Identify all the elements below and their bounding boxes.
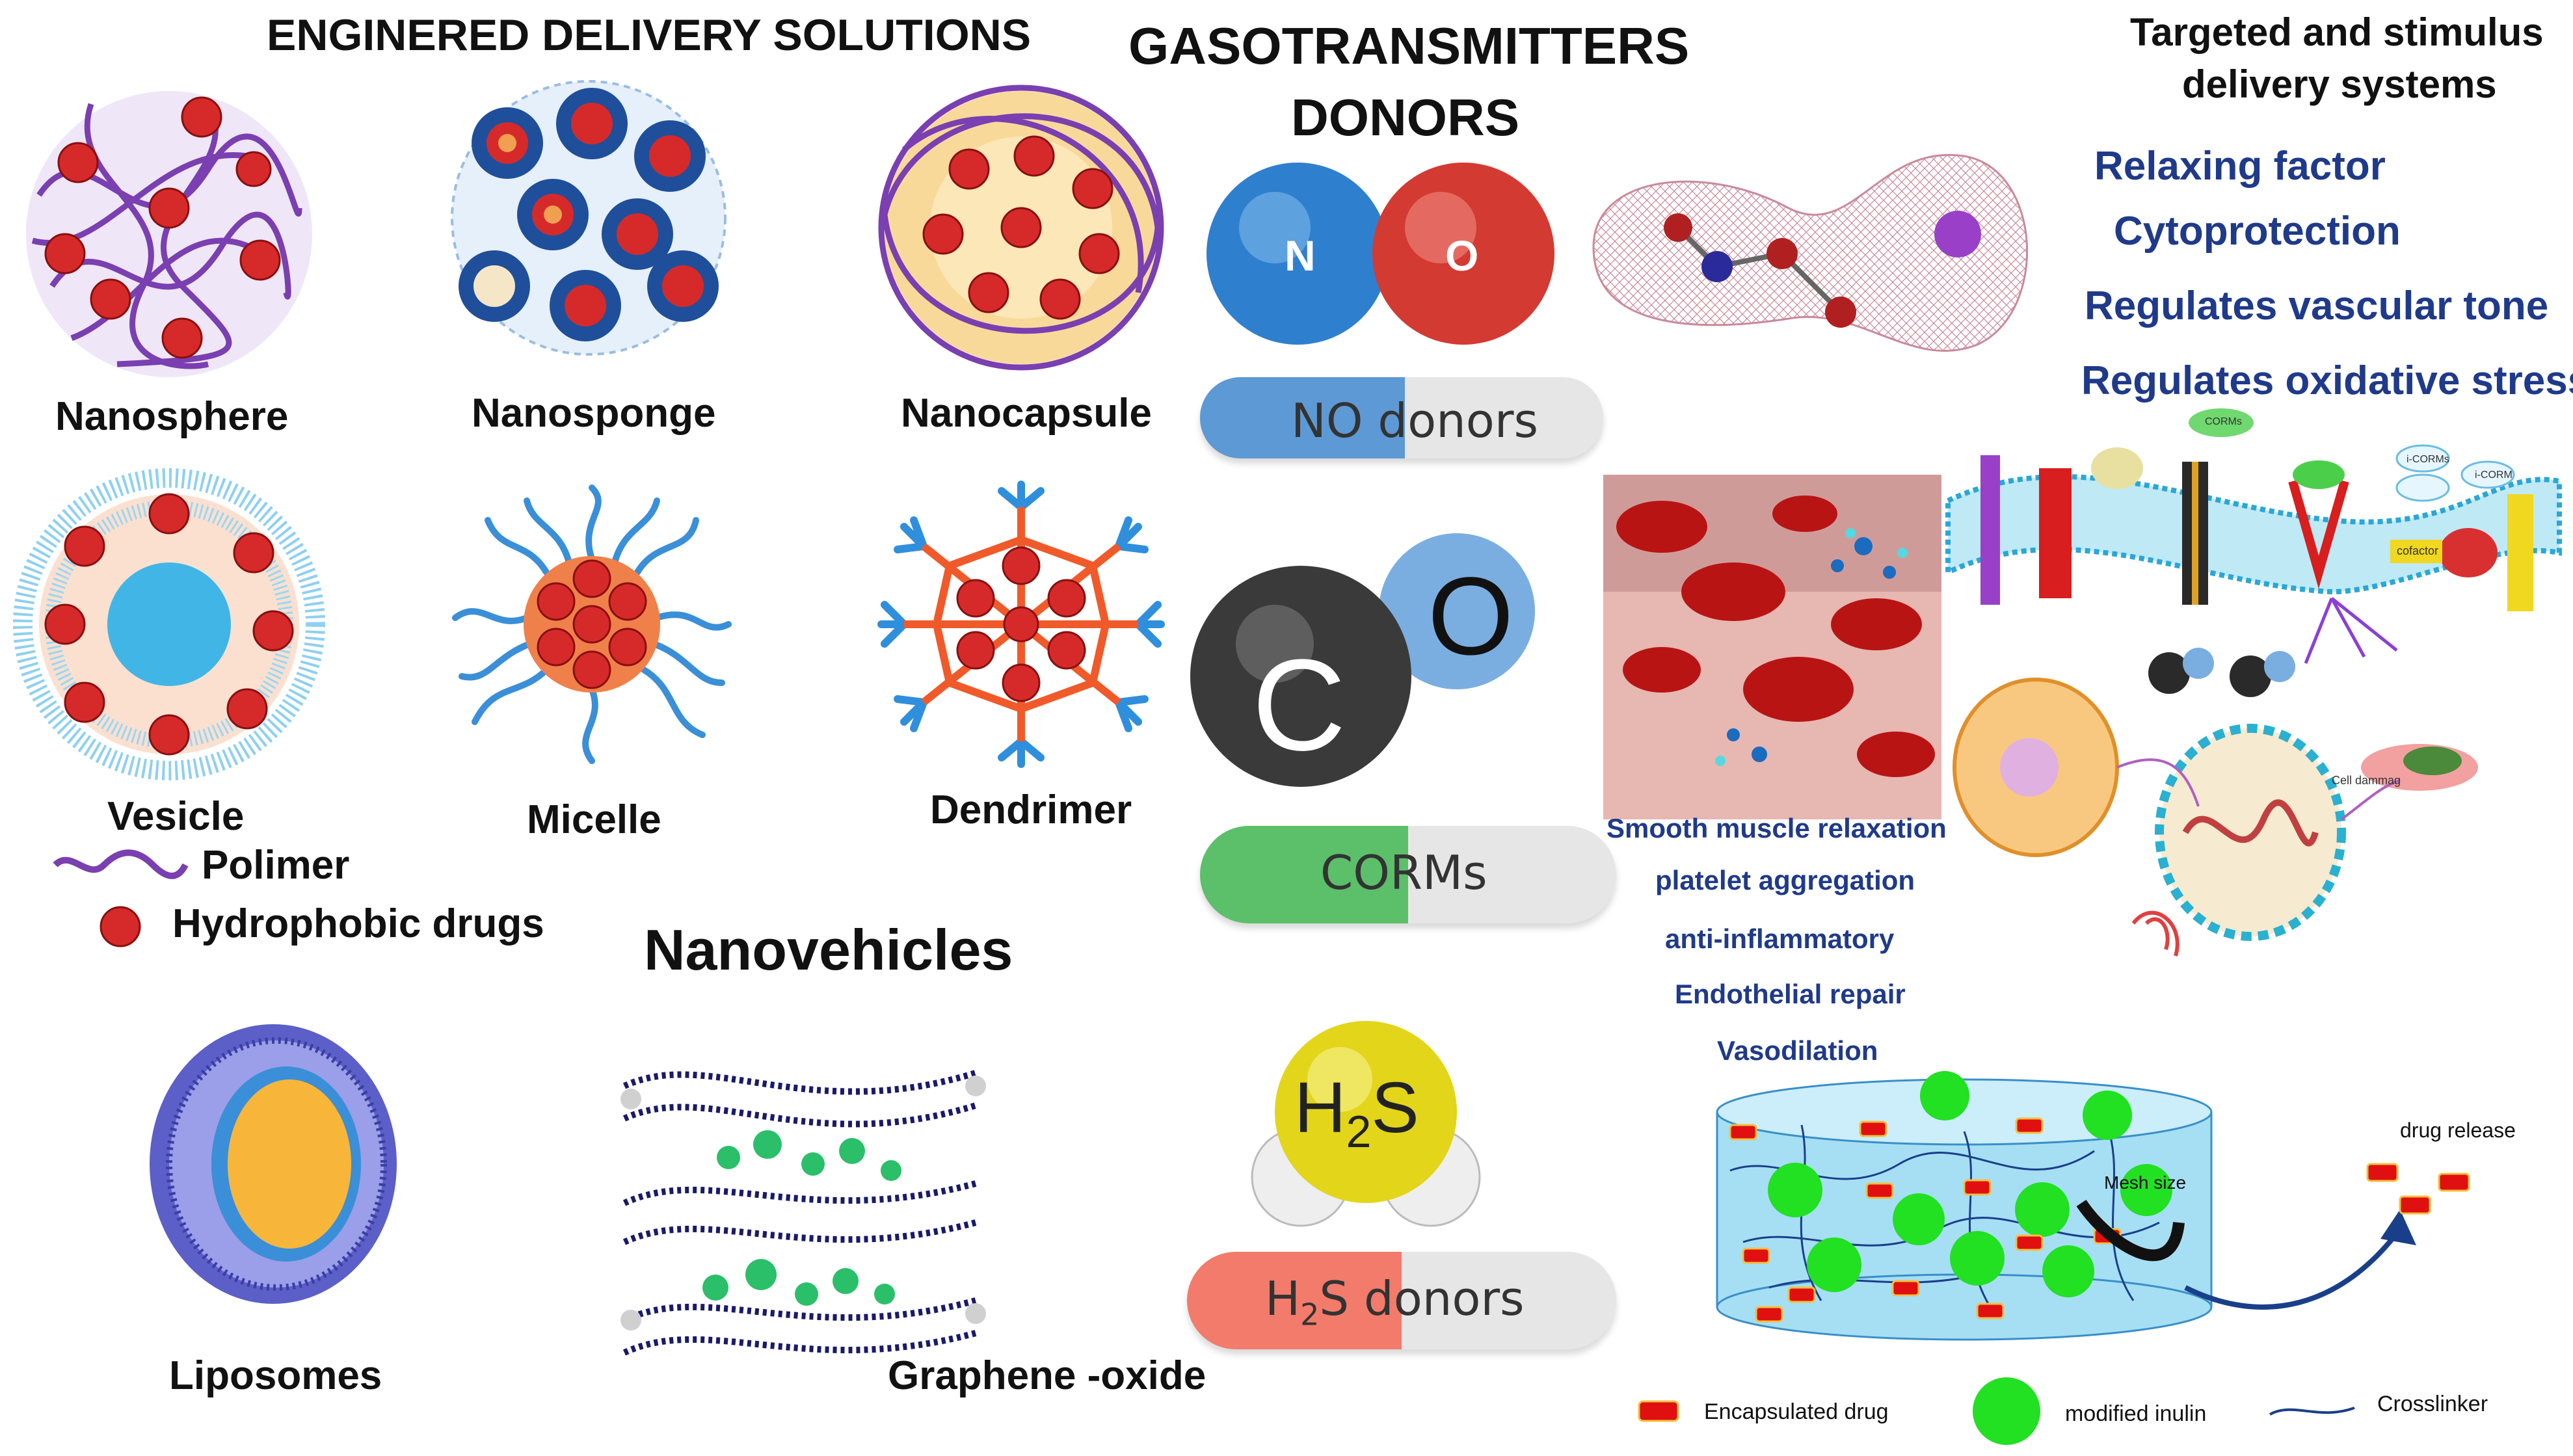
membrane-cofactor-label: cofactor xyxy=(2397,544,2439,557)
nanocapsule-label: Nanocapsule xyxy=(901,391,1152,436)
h2s-donors-label: H2S donors xyxy=(1265,1271,1525,1332)
targeted-title-line2: delivery systems xyxy=(2182,62,2497,106)
h2s-donors-sub: 2 xyxy=(1300,1297,1320,1332)
h2s-s: S xyxy=(1371,1068,1419,1148)
effect-item: platelet aggregation xyxy=(1655,865,1915,895)
function-item: Regulates vascular tone xyxy=(2085,284,2549,328)
co-molecule xyxy=(1190,533,1535,787)
drug-release-label: drug release xyxy=(2400,1118,2516,1142)
membrane-icorm-label: i-CORMs xyxy=(2406,454,2449,465)
membrane-icorm2-label: i-CORM xyxy=(2475,470,2513,481)
drug-legend-icon xyxy=(100,906,141,947)
micelle-illustration xyxy=(452,484,732,764)
inulin-legend-icon xyxy=(1973,1377,2040,1445)
cell-damage-label: Cell dammag xyxy=(2332,774,2401,787)
cell-illustrations xyxy=(1953,678,2478,957)
no-donors-label: NO donors xyxy=(1291,393,1538,448)
donors-title: DONORS xyxy=(1291,88,1520,146)
h2s-donors-pill xyxy=(1187,1252,1616,1349)
effect-item: Smooth muscle relaxation xyxy=(1606,813,1947,843)
nanosphere-label: Nanosphere xyxy=(55,394,289,439)
nanosponge-illustration xyxy=(451,80,727,356)
h2s-h: H xyxy=(1294,1068,1346,1148)
no-atom-n: N xyxy=(1285,232,1316,280)
polymer-legend-icon xyxy=(53,849,189,879)
dendrimer-label: Dendrimer xyxy=(930,788,1132,832)
liposomes-label: Liposomes xyxy=(169,1353,382,1398)
co-atom-c: C xyxy=(1252,633,1346,778)
function-item: Cytoprotection xyxy=(2114,209,2401,254)
dendrimer-illustration xyxy=(877,481,1165,768)
targeted-title-line1: Targeted and stimulus xyxy=(2130,10,2544,54)
engineered-title: ENGINERED DELIVERY SOLUTIONS xyxy=(267,10,1032,60)
no-donors-pill xyxy=(1200,377,1603,458)
polymer-legend-label: Polimer xyxy=(202,843,350,888)
nanocapsule-illustration xyxy=(878,85,1164,371)
corms-pill xyxy=(1200,826,1616,923)
vesicle-label: Vesicle xyxy=(107,794,245,839)
effect-item: anti-inflammatory xyxy=(1665,923,1895,954)
h2s-molecule xyxy=(1251,1021,1481,1227)
hydrogel-cylinder xyxy=(1716,1071,2213,1341)
crosslinker-legend-label: Crosslinker xyxy=(2377,1392,2488,1416)
h2s-sub: 2 xyxy=(1346,1106,1372,1157)
graphene-oxide-illustration xyxy=(620,1070,986,1356)
no-atom-o: O xyxy=(1445,232,1479,280)
mesh-size-label: Mesh size xyxy=(2104,1172,2187,1193)
encapsulated-drug-legend-icon xyxy=(1638,1400,1679,1422)
drug-release-arrow xyxy=(2184,1210,2416,1310)
nanovehicles-title: Nanovehicles xyxy=(644,918,1013,982)
crosslinker-legend-icon xyxy=(2269,1407,2355,1416)
vesicle-illustration xyxy=(13,468,325,780)
cell-membrane-diagram xyxy=(1945,408,2562,697)
graphene-oxide-label: Graphene -oxide xyxy=(888,1353,1207,1398)
effect-item: Endothelial repair xyxy=(1675,979,1906,1009)
encapsulated-drug-legend-label: Encapsulated drug xyxy=(1704,1399,1889,1424)
drug-legend-label: Hydrophobic drugs xyxy=(172,901,544,946)
liposome-illustration xyxy=(150,1024,397,1304)
nanosponge-label: Nanosponge xyxy=(472,391,716,436)
effect-item: Vasodilation xyxy=(1717,1035,1878,1066)
no-molecule xyxy=(1207,163,1554,345)
mesh-molecule-model xyxy=(1592,153,2029,352)
h2s-donors-rest: S donors xyxy=(1319,1271,1525,1326)
function-item: Relaxing factor xyxy=(2094,144,2386,189)
co-atom-o: O xyxy=(1428,555,1514,678)
inulin-legend-label: modified inulin xyxy=(2065,1401,2207,1426)
membrane-corm-label: CORMs xyxy=(2205,416,2242,427)
corms-label: CORMs xyxy=(1320,845,1487,900)
h2s-donors-h: H xyxy=(1265,1271,1301,1326)
gasotransmitters-title: GASOTRANSMITTERS xyxy=(1128,17,1690,75)
function-item: Regulates oxidative stress xyxy=(2081,358,2573,403)
blood-vessel-image xyxy=(1603,475,1941,819)
nanosphere-illustration xyxy=(26,91,312,377)
h2s-formula: H2S xyxy=(1294,1066,1419,1158)
micelle-label: Micelle xyxy=(527,797,661,842)
released-drugs xyxy=(2366,1163,2470,1215)
